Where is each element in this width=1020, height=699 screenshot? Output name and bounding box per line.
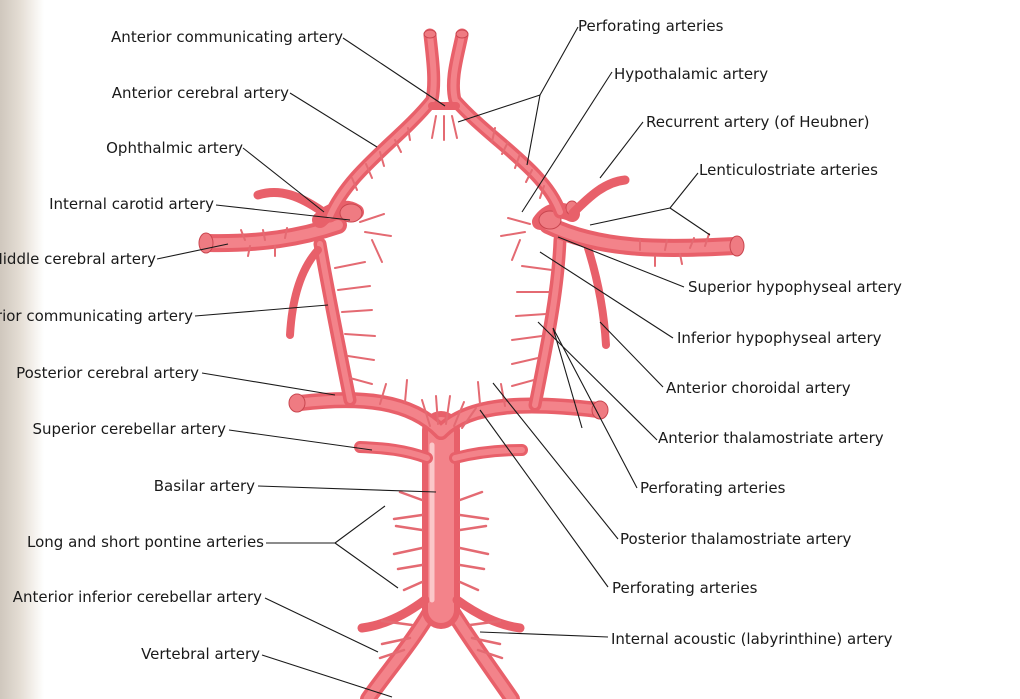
labels-right: Perforating arteries Hypothalamic artery…	[578, 17, 902, 648]
label-ophthalmic-artery: Ophthalmic artery	[106, 139, 243, 157]
anterior-choroidal-arteries	[286, 244, 610, 349]
leader-lines	[156, 26, 711, 698]
label-anterior-choroidal-artery: Anterior choroidal artery	[666, 379, 851, 397]
label-perforating-arteries-top: Perforating arteries	[578, 17, 724, 35]
label-posterior-communicating-artery: sterior communicating artery	[0, 307, 193, 325]
label-middle-cerebral-artery: Middle cerebral artery	[0, 250, 156, 268]
internal-carotid-arteries	[312, 200, 580, 230]
perforating-branches	[240, 115, 710, 429]
label-pontine-arteries: Long and short pontine arteries	[27, 533, 264, 551]
label-internal-acoustic-artery: Internal acoustic (labyrinthine) artery	[611, 630, 893, 648]
labels-left: Anterior communicating artery Anterior c…	[0, 28, 343, 663]
aica-arteries	[357, 595, 525, 633]
label-posterior-thalamostriate-artery: Posterior thalamostriate artery	[620, 530, 852, 548]
label-superior-hypophyseal-artery: Superior hypophyseal artery	[688, 278, 902, 296]
label-anterior-thalamostriate-artery: Anterior thalamostriate artery	[658, 429, 884, 447]
label-basilar-artery: Basilar artery	[154, 477, 255, 495]
label-posterior-cerebral-artery: Posterior cerebral artery	[16, 364, 199, 382]
middle-cerebral-arteries	[198, 216, 745, 257]
label-recurrent-artery: Recurrent artery (of Heubner)	[646, 113, 870, 131]
pontine-branches	[378, 490, 504, 660]
label-perforating-arteries-low: Perforating arteries	[612, 579, 758, 597]
label-hypothalamic-artery: Hypothalamic artery	[614, 65, 768, 83]
label-perforating-arteries-mid: Perforating arteries	[640, 479, 786, 497]
superior-cerebellar-arteries	[354, 441, 528, 464]
label-internal-carotid-artery: Internal carotid artery	[49, 195, 214, 213]
book-page-edge	[0, 0, 44, 699]
label-anterior-inferior-cerebellar-artery: Anterior inferior cerebellar artery	[13, 588, 262, 606]
ophthalmic-arteries	[253, 175, 630, 218]
label-anterior-cerebral-artery: Anterior cerebral artery	[112, 84, 289, 102]
label-anterior-communicating-artery: Anterior communicating artery	[111, 28, 343, 46]
label-vertebral-artery: Vertebral artery	[141, 645, 260, 663]
label-lenticulostriate-arteries: Lenticulostriate arteries	[699, 161, 878, 179]
label-superior-cerebellar-artery: Superior cerebellar artery	[33, 420, 227, 438]
label-inferior-hypophyseal-artery: Inferior hypophyseal artery	[677, 329, 882, 347]
posterior-communicating-arteries	[313, 233, 567, 412]
basilar-artery	[422, 411, 460, 629]
